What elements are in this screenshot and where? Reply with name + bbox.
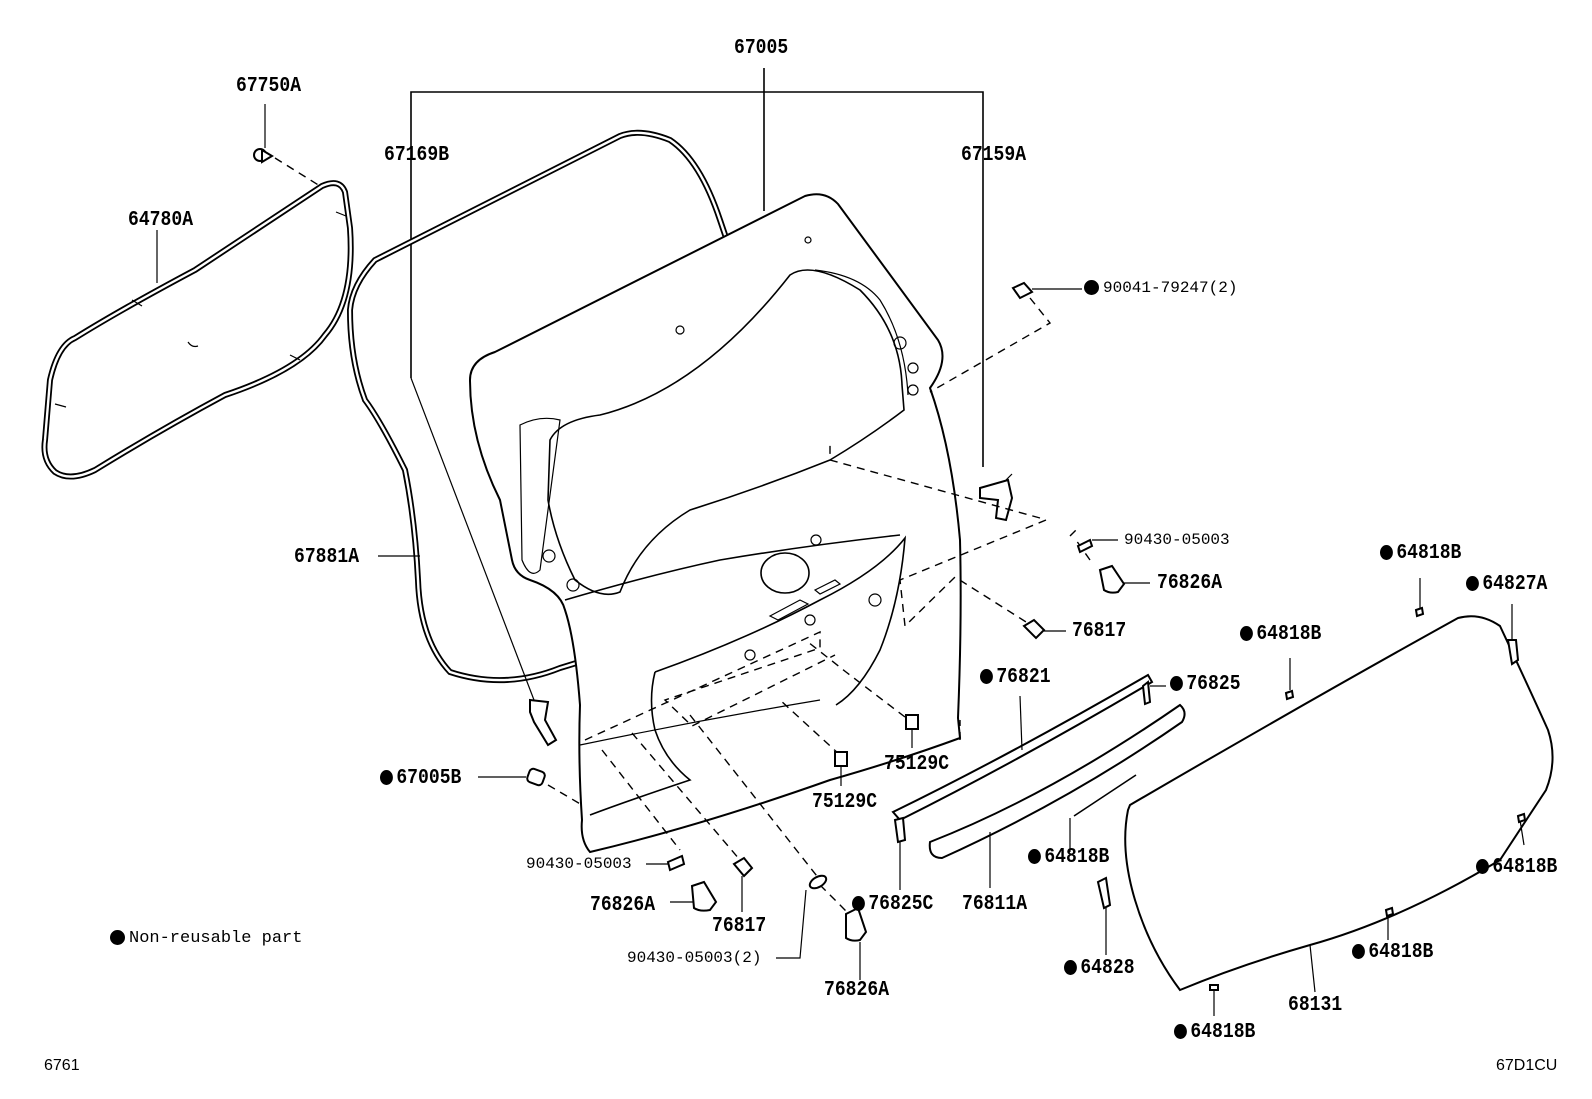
part-garnish-76811A [928,703,1186,888]
part-dam-64818B-long [1069,774,1137,852]
part-washer-90430-05003-a [1076,538,1118,554]
non-reusable-dot-icon [1380,544,1393,560]
part-clip-76817-b [732,856,754,912]
label-76825: 76825 [1170,674,1241,695]
non-reusable-dot-icon [1174,1023,1187,1039]
non-reusable-dot-icon [110,930,125,946]
part-fastener-90041-79247 [929,281,1082,393]
label-90430-05003-c: 90430-05003(2) [627,949,762,967]
part-stopper-64828 [1096,876,1112,955]
part-bolt-76826A-b [670,880,718,912]
part-clip-76817-a [1022,618,1066,640]
part-bolt-76826A-c [845,906,868,980]
part-bolt-76826A-a [1098,564,1150,594]
label-64818B-3: 64818B [1028,847,1109,868]
label-64828: 64828 [1064,958,1135,979]
label-67159A: 67159A [961,144,1027,167]
non-reusable-dot-icon [1084,280,1099,296]
assembly-bracket-67005 [410,68,984,467]
part-clip-75129C-a [905,714,919,748]
label-67881A: 67881A [294,546,360,569]
non-reusable-dot-icon [1466,575,1479,591]
label-67750A: 67750A [236,75,302,98]
label-76826A-b: 76826A [590,894,656,917]
label-75129C-b: 75129C [812,791,878,814]
non-reusable-dot-icon [1064,959,1077,975]
label-67169B: 67169B [384,144,450,167]
non-reusable-dot-icon [1352,943,1365,959]
label-76825C: 76825C [852,894,933,915]
non-reusable-dot-icon [980,668,993,684]
part-bumper-67005B [478,767,583,806]
label-90430-05003-a: 90430-05003 [1124,531,1230,549]
diagram-code-left: 6761 [44,1057,80,1074]
part-back-glass-68131 [1124,615,1554,993]
label-64818B-5: 64818B [1352,942,1433,963]
non-reusable-dot-icon [1028,848,1041,864]
label-64818B-1: 64818B [1380,543,1461,564]
part-seal-64818B-set [1209,578,1527,1016]
label-75129C-a: 75129C [884,753,950,776]
part-back-door-panel-67005 [468,193,962,854]
part-hinge-67169B [410,377,558,747]
non-reusable-dot-icon [1240,625,1253,641]
label-67005B: 67005B [380,768,461,789]
part-clip-76825C [893,816,907,890]
label-68131: 68131 [1288,994,1343,1017]
part-clip-76825 [1141,680,1166,706]
label-76826A-c: 76826A [824,979,890,1002]
non-reusable-dot-icon [852,895,865,911]
label-64818B-2: 64818B [1240,624,1321,645]
part-clip-67750A [253,104,321,187]
label-90430-05003-b: 90430-05003 [526,855,632,873]
label-67005: 67005 [734,37,789,60]
label-64780A: 64780A [128,209,194,232]
part-hinge-67159A [979,473,1014,522]
part-molding-76821 [891,673,1154,822]
label-76821: 76821 [980,667,1051,688]
part-washer-90430-05003-b [646,854,686,872]
part-spacer-64827A [1506,604,1520,666]
label-64827A: 64827A [1466,574,1547,595]
assembly-dash-lines [584,440,1091,916]
legend: Non-reusable part [110,930,302,947]
part-washer-90430-05003-c [776,874,828,959]
non-reusable-dot-icon [1170,675,1183,691]
diagram-code-right: 67D1CU [1496,1057,1558,1074]
label-90041-79247: 90041-79247(2) [1084,280,1237,296]
label-76817-b: 76817 [712,915,767,938]
label-76811A: 76811A [962,893,1028,916]
label-76817-a: 76817 [1072,620,1127,643]
non-reusable-dot-icon [380,769,393,785]
part-inner-trim-board-64780A [41,180,354,480]
part-clip-75129C-b [834,751,848,786]
label-76826A-a: 76826A [1157,572,1223,595]
label-64818B-4: 64818B [1476,857,1557,878]
label-64818B-6: 64818B [1174,1022,1255,1043]
non-reusable-dot-icon [1476,858,1489,874]
